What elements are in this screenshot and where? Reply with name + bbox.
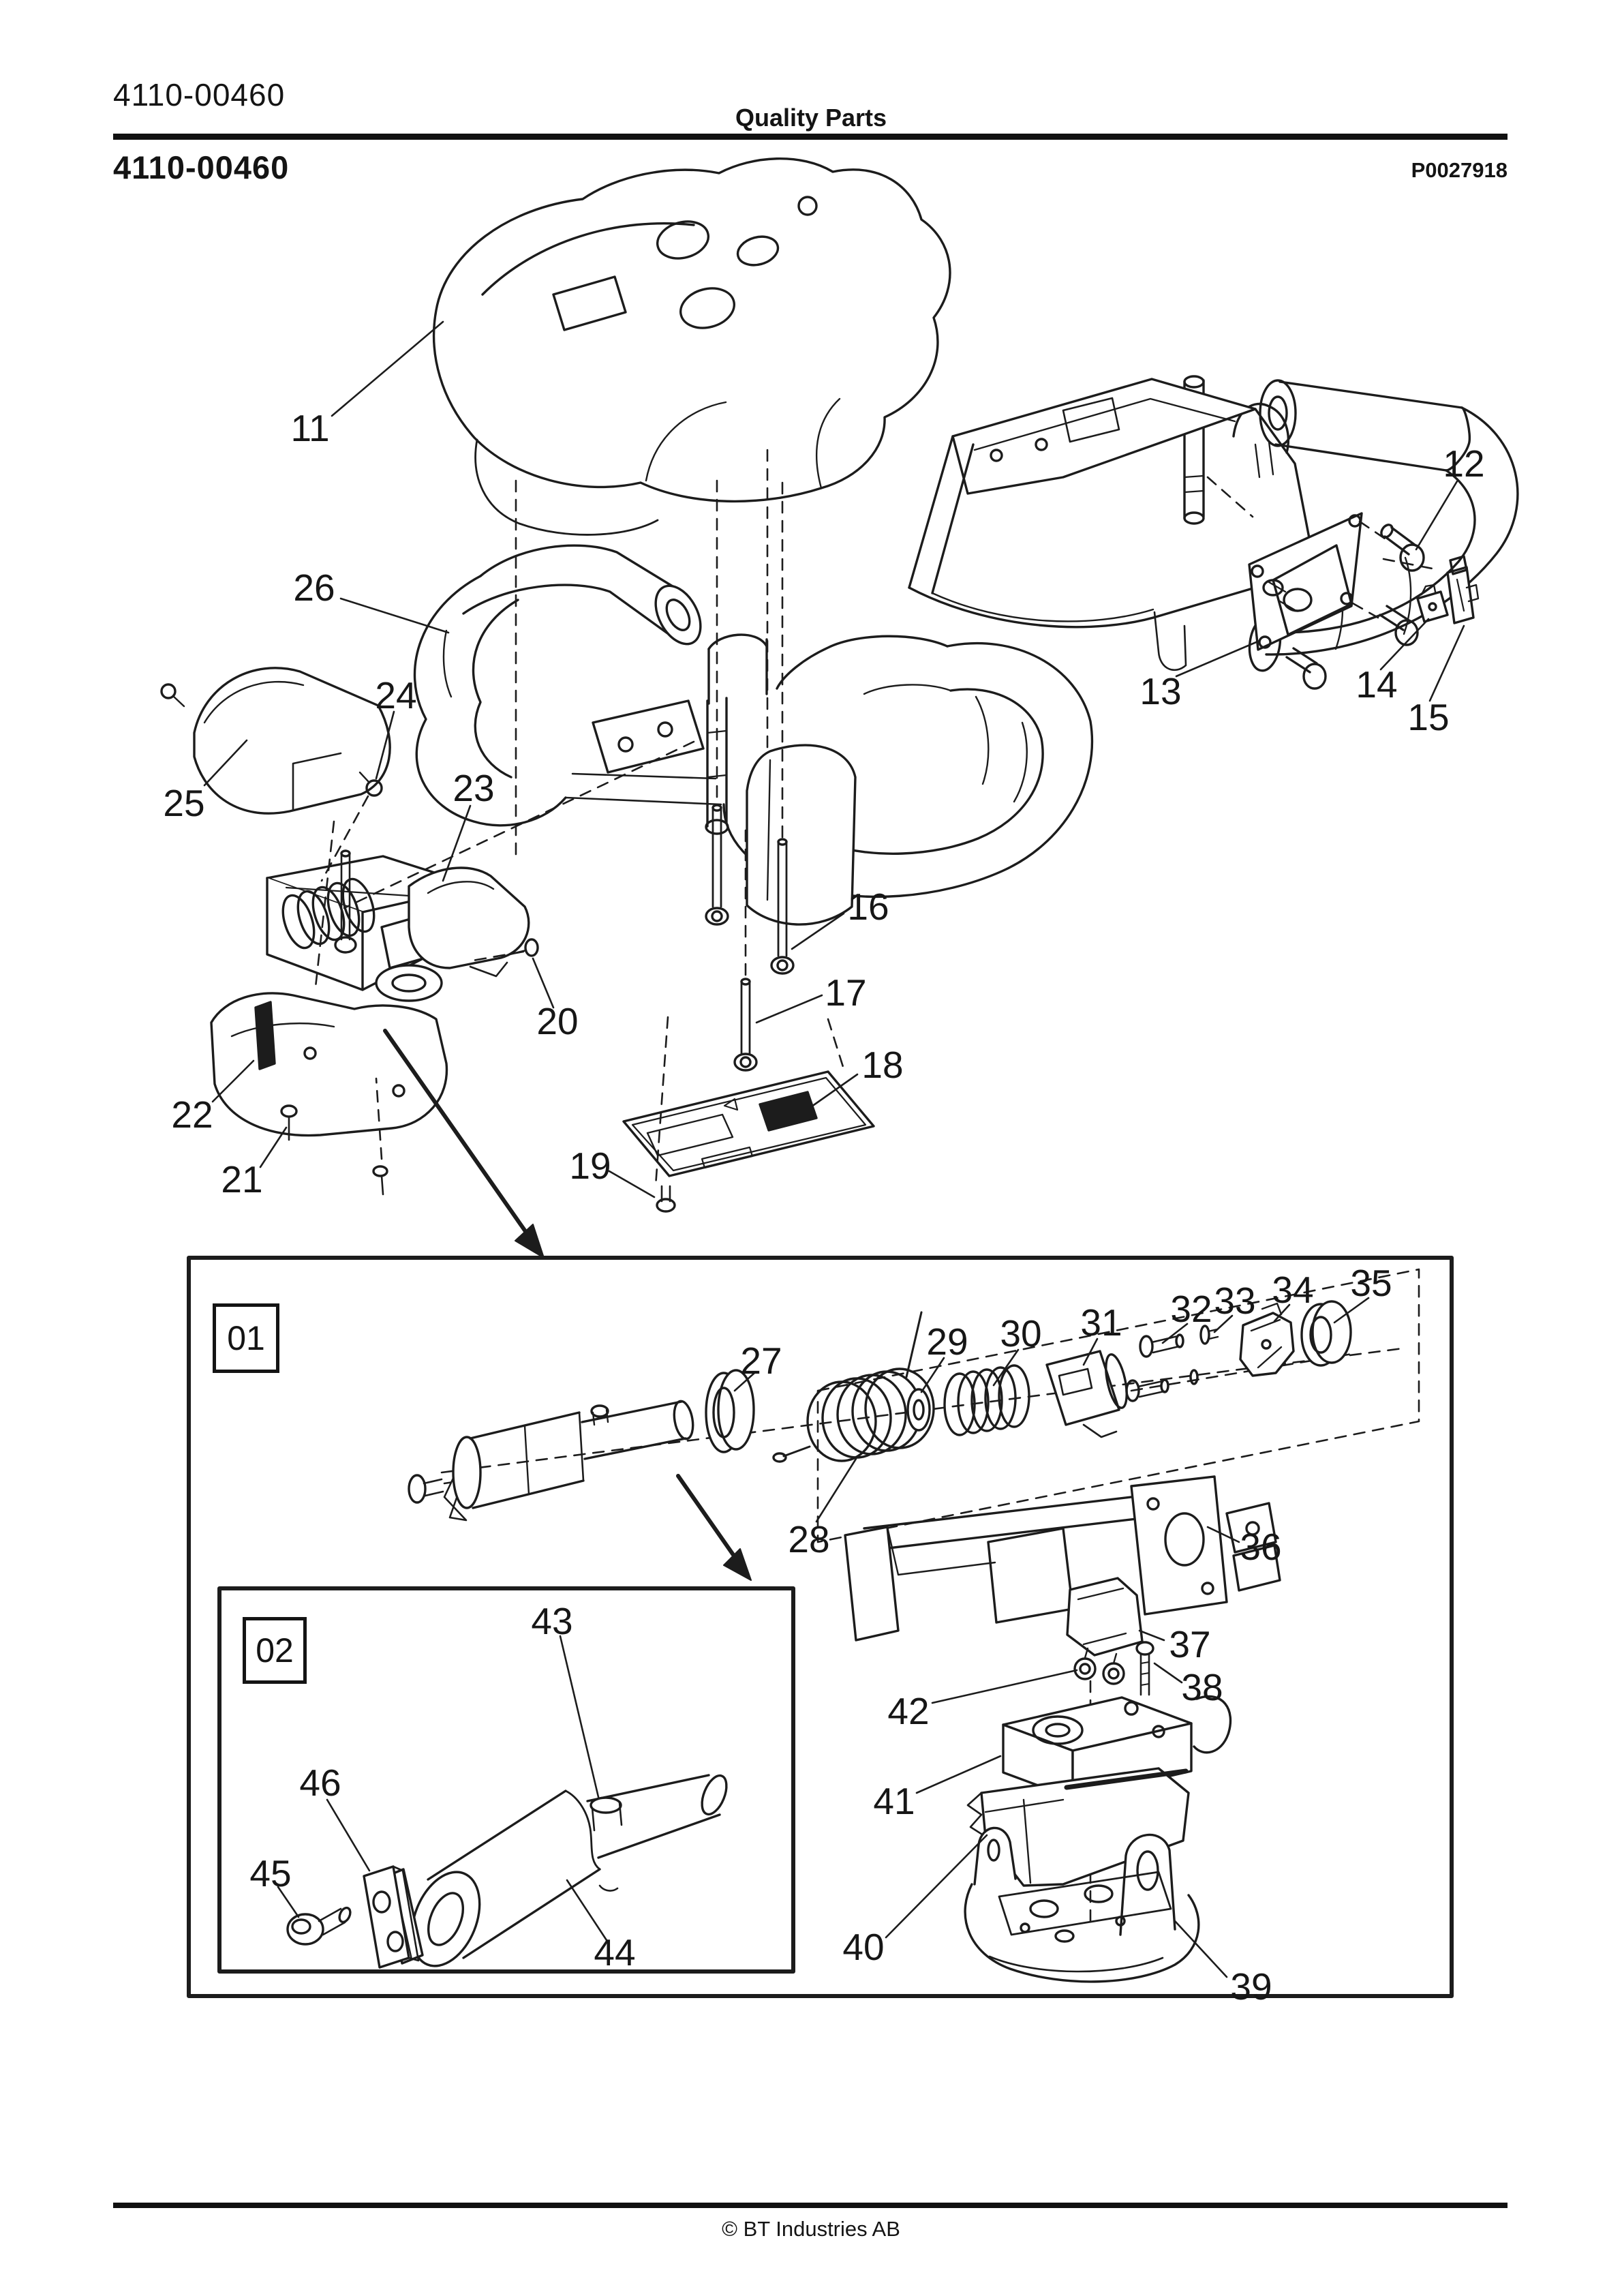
inset-box-02 xyxy=(217,1586,795,1974)
callout-26: 26 xyxy=(293,567,335,609)
callout-44: 44 xyxy=(594,1931,636,1974)
callout-25: 25 xyxy=(163,782,205,824)
callout-28: 28 xyxy=(788,1518,830,1560)
latch-lever-37 xyxy=(1066,1577,1144,1657)
callout-11: 11 xyxy=(290,407,330,449)
pin-33 xyxy=(1189,1325,1219,1385)
dashed-guides xyxy=(314,449,1441,1929)
callout-20: 20 xyxy=(536,1000,579,1042)
support-bracket-36 xyxy=(844,1475,1281,1642)
callout-16: 16 xyxy=(847,886,889,928)
figure-code: P0027918 xyxy=(1411,158,1508,182)
bolts-32 xyxy=(1125,1333,1184,1402)
callout-18: 18 xyxy=(861,1044,904,1086)
leader-lines xyxy=(203,320,1465,1978)
callout-21: 21 xyxy=(221,1158,263,1200)
washer-29 xyxy=(906,1388,931,1432)
coupler-31 xyxy=(1045,1350,1128,1438)
header-rule xyxy=(113,134,1508,140)
rollers-42 xyxy=(1073,1647,1125,1685)
tiller-arm-26 xyxy=(413,544,1094,926)
clip-14 xyxy=(1416,584,1449,623)
cover-25 xyxy=(160,667,391,815)
long-screws-16 xyxy=(705,804,795,975)
callout-14: 14 xyxy=(1356,663,1398,706)
callout-37: 37 xyxy=(1169,1623,1211,1665)
bottom-cover-22 xyxy=(210,992,448,1196)
callout-30: 30 xyxy=(1000,1312,1042,1355)
callout-23: 23 xyxy=(453,767,495,809)
plate-46 xyxy=(363,1865,420,1969)
callout-35: 35 xyxy=(1350,1262,1392,1304)
callout-34: 34 xyxy=(1272,1269,1314,1311)
screw-45 xyxy=(286,1906,352,1946)
flow-arrows xyxy=(383,1029,752,1581)
screw-38 xyxy=(1135,1641,1154,1696)
callout-38: 38 xyxy=(1181,1666,1223,1708)
inset-box-01 xyxy=(187,1256,1454,1998)
callout-45: 45 xyxy=(249,1852,292,1894)
screw-19 xyxy=(656,1185,676,1213)
callout-31: 31 xyxy=(1080,1301,1122,1344)
tiller-base-frame xyxy=(908,375,1519,690)
bracket-15 xyxy=(1446,555,1480,624)
callout-22: 22 xyxy=(171,1093,213,1136)
callout-32: 32 xyxy=(1170,1288,1212,1330)
inset-box-label-02: 02 xyxy=(243,1617,307,1684)
ring-27 xyxy=(705,1369,755,1453)
housing-cover-11 xyxy=(432,157,951,536)
callout-40: 40 xyxy=(842,1926,885,1968)
callout-27: 27 xyxy=(740,1340,782,1382)
callout-42: 42 xyxy=(887,1690,930,1732)
screw-17 xyxy=(733,978,758,1072)
spring-30 xyxy=(943,1364,1030,1436)
callout-29: 29 xyxy=(926,1320,968,1363)
callout-17: 17 xyxy=(825,971,867,1014)
inset-box-label-01: 01 xyxy=(213,1303,279,1373)
bolt-12 xyxy=(1285,524,1425,690)
claw-34 xyxy=(1239,1302,1295,1377)
latch-shaft-assembly xyxy=(408,1400,694,1522)
cylinder-44 xyxy=(380,1774,728,1967)
document-number-header: 4110-00460 xyxy=(113,77,286,112)
callout-43: 43 xyxy=(531,1600,573,1642)
callout-12: 12 xyxy=(1443,442,1485,485)
latch-guide-23 xyxy=(408,866,530,978)
page-title: Quality Parts xyxy=(735,104,887,132)
footer-copyright: © BT Industries AB xyxy=(722,2217,900,2241)
footer-rule xyxy=(113,2203,1508,2208)
callout-41: 41 xyxy=(873,1780,915,1822)
callout-13: 13 xyxy=(1139,670,1182,712)
callout-33: 33 xyxy=(1214,1280,1256,1322)
section-number: 4110-00460 xyxy=(113,149,290,185)
callout-39: 39 xyxy=(1230,1965,1272,2008)
callout-19: 19 xyxy=(569,1145,611,1187)
clamp-39 xyxy=(964,1826,1200,1983)
inset-box-01-id: 01 xyxy=(227,1319,265,1357)
callout-36: 36 xyxy=(1240,1526,1282,1568)
torsion-spring-28 xyxy=(772,1311,935,1463)
inset-box-02-id: 02 xyxy=(256,1631,294,1670)
contact-plate-18 xyxy=(622,1070,875,1177)
callout-46: 46 xyxy=(299,1762,341,1804)
callout-15: 15 xyxy=(1407,696,1450,738)
callout-24: 24 xyxy=(375,674,417,716)
